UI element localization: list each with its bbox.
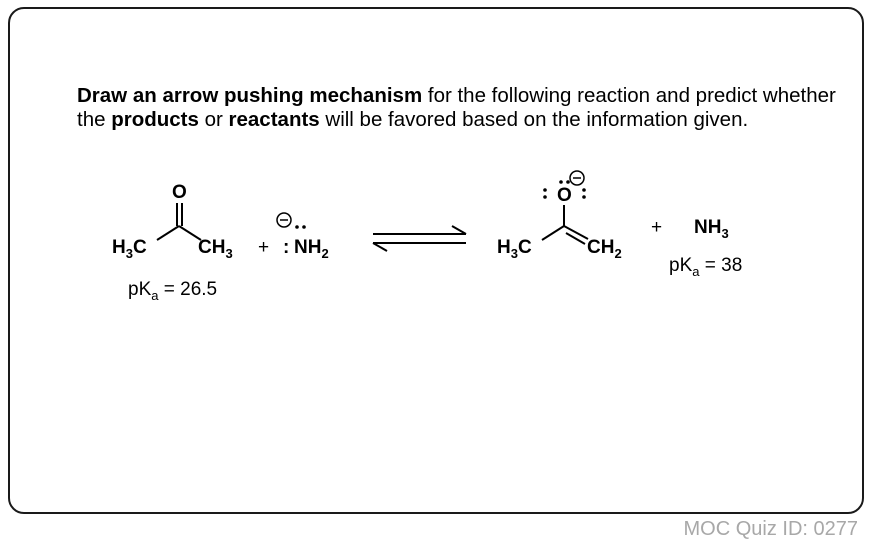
bond-right-methyl [178,225,202,241]
question-part: for the following reaction and predict w… [77,84,836,131]
acetone-structure: O H3C CH3 [112,182,233,261]
bond-left-methyl [156,225,180,241]
product-pka: pKa = 38 [669,255,742,279]
lone-pair-dot [566,180,570,184]
cc-double-bond-1 [563,225,589,240]
question-part: will be favored based on the information… [319,108,749,131]
lone-pair-dot [582,188,586,192]
enolate-structure: O H3C CH2 [497,170,622,261]
reverse-arrow-head [372,242,388,252]
methylene-label: CH2 [587,237,622,261]
ammonia-label: NH3 [694,217,729,241]
plus-sign-left: + [258,237,269,258]
left-methyl-label: H3C [112,237,147,261]
lone-pair-dot [559,180,563,184]
quiz-card [8,7,864,514]
forward-arrow-head [451,225,467,235]
lone-pair-colon: : [283,237,289,258]
question-emphasis-reactants: reactants [228,108,320,131]
amide-label: NH2 [294,237,329,261]
lone-pair-dot [582,195,586,199]
negative-charge-icon [569,170,585,186]
quiz-id-label: MOC Quiz ID: 0277 [683,518,858,540]
lone-pair-dot [543,195,547,199]
carbonyl-oxygen-label: O [172,182,187,203]
question-emphasis-mechanism: Draw an arrow pushing mechanism [77,84,423,107]
lone-pair-dot [543,188,547,192]
lone-pair-dot [295,225,299,229]
plus-sign-right: + [651,217,662,238]
equilibrium-arrows-icon [372,225,467,252]
enolate-oxygen-label: O [557,185,572,206]
question-text: Draw an arrow pushing mechanism for the … [77,84,837,132]
negative-charge-icon [276,212,292,228]
question-emphasis-products: products [111,108,199,131]
methyl-label: H3C [497,237,532,261]
lone-pair-dot [302,225,306,229]
bond-methyl [541,225,565,241]
amide-anion-structure: : NH2 [276,212,329,261]
right-methyl-label: CH3 [198,237,233,261]
reactant-pka: pKa = 26.5 [128,279,217,303]
cc-double-bond-2 [565,232,586,245]
question-part: or [198,108,229,131]
